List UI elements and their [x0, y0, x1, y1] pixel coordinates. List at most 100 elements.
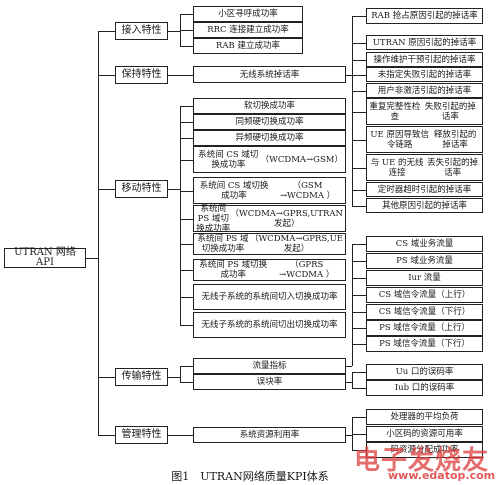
mobility-kpi-item: 同频硬切换成功率: [193, 114, 346, 130]
mobility-kpi-item: 系统间 CS 域切换成功率（WCDMA→GSM）: [193, 146, 346, 173]
figure-caption: 图1 UTRAN网络质量KPI体系: [171, 470, 329, 483]
connector-line: [352, 328, 366, 329]
connector-line: [352, 244, 353, 344]
connector-line: [352, 261, 366, 262]
access-kpi-item: RAB 建立成功率: [193, 38, 303, 54]
connector-line: [180, 297, 193, 298]
root-node: UTRAN 网络 API: [4, 248, 86, 268]
mobility-kpi-item: 无线子系统的系统间切入切换成功率: [193, 284, 346, 310]
connector-line: [352, 278, 366, 279]
connector-line: [352, 434, 366, 435]
mobility-kpi-item: 系统间 PS 域切换成功率（GPRS →WCDMA ）: [193, 259, 346, 281]
connector-line: [180, 325, 193, 326]
connector-line: [352, 206, 366, 207]
connector-line: [168, 189, 180, 190]
connector-line: [352, 91, 366, 92]
connector-line: [352, 295, 366, 296]
connector-line: [346, 75, 352, 76]
access-kpi-item: RRC 连接建立成功率: [193, 22, 303, 38]
watermark-brand: 电子发烧友: [354, 446, 490, 476]
connector-line: [352, 75, 366, 76]
connector-line: [352, 312, 366, 313]
connector-line: [352, 244, 366, 245]
access-kpi-item: 小区寻呼成功率: [193, 6, 303, 22]
drop-reason-item: 定时器超时引起的掉话率: [366, 182, 483, 197]
drop-reason-item: RAB 抢占原因引起的掉话率: [366, 8, 483, 24]
connector-line: [352, 388, 366, 389]
traffic-kpi-item: CS 域业务流量: [366, 236, 483, 252]
connector-line: [352, 372, 353, 388]
mobility-kpi-item: 系统间 PS 域切换成功率（WCDMA→GPRS,UE 发起）: [193, 233, 346, 255]
connector-line: [352, 344, 353, 366]
mobility-kpi-item: 系统间 PS 域切换成功率（WCDMA→GPRS,UTRAN 发起）: [193, 204, 346, 234]
connector-line: [352, 43, 366, 44]
category-management: 管理特性: [115, 426, 168, 444]
connector-line: [352, 190, 366, 191]
connector-line: [346, 366, 352, 367]
resource-kpi-item: 码资源分配成功率: [366, 442, 483, 458]
drop-reason-item: UE 原因导致信令链路释放引起的掉话率: [366, 126, 483, 153]
connector-line: [180, 30, 193, 31]
connector-line: [180, 366, 193, 367]
drop-reason-item: 用户非激活引起的掉话率: [366, 83, 483, 98]
connector-line: [98, 377, 115, 378]
drop-reason-item: 与 UE 的无线连接丢失引起的掉话率: [366, 154, 483, 181]
connector-line: [180, 106, 193, 107]
connector-line: [180, 244, 193, 245]
category-transport: 传输特性: [115, 368, 168, 386]
mobility-kpi-item: 无线子系统的系统间切出切换成功率: [193, 312, 346, 338]
mobility-kpi-item: 系统间 CS 域切换成功率（GSM →WCDMA ）: [193, 177, 346, 204]
watermark-url: www.edatop.com: [388, 469, 496, 482]
connector-line: [180, 191, 193, 192]
traffic-kpi-item: Iur 流量: [366, 270, 483, 286]
category-access: 接入特性: [115, 22, 168, 40]
connector-line: [98, 75, 115, 76]
connector-line: [86, 258, 98, 259]
connector-line: [180, 219, 193, 220]
connector-line: [352, 450, 366, 451]
mobility-kpi-item: 软切换成功率: [193, 98, 346, 114]
connector-line: [180, 46, 193, 47]
connector-line: [168, 435, 193, 436]
connector-line: [168, 31, 180, 32]
traffic-kpi-item: PS 域业务流量: [366, 253, 483, 269]
connector-line: [180, 122, 193, 123]
connector-line: [346, 382, 352, 383]
traffic-kpi-item: PS 域信令流量（下行）: [366, 336, 483, 352]
connector-line: [180, 382, 193, 383]
traffic-kpi-item: CS 域信令流量（下行）: [366, 304, 483, 320]
connector-line: [352, 372, 366, 373]
connector-line: [180, 106, 181, 325]
mobility-kpi-item: 异频硬切换成功率: [193, 130, 346, 146]
drop-reason-item: 未指定失败引起的掉话率: [366, 67, 483, 82]
connector-line: [168, 377, 180, 378]
drop-reason-item: 其他原因引起的掉话率: [366, 198, 483, 213]
connector-line: [352, 16, 366, 17]
connector-line: [352, 140, 366, 141]
connector-line: [168, 75, 193, 76]
connector-line: [346, 435, 352, 436]
connector-line: [352, 16, 353, 206]
traffic-kpi-item: PS 域信令流量（上行）: [366, 320, 483, 336]
connector-line: [180, 366, 181, 382]
transport-kpi-item: 流量指标: [193, 358, 346, 374]
connector-line: [98, 31, 115, 32]
retention-kpi-item: 无线系统掉话率: [193, 66, 346, 83]
connector-line: [352, 168, 366, 169]
drop-reason-item: 重复完整性检查失败引起的掉话率: [366, 98, 483, 125]
connector-line: [98, 189, 115, 190]
connector-line: [180, 138, 193, 139]
bler-kpi-item: Iub 口的误码率: [366, 380, 483, 396]
drop-reason-item: UTRAN 原因引起的掉话率: [366, 35, 483, 50]
connector-line: [180, 14, 193, 15]
connector-line: [352, 417, 366, 418]
connector-line: [180, 270, 193, 271]
management-kpi-item: 系统资源利用率: [193, 427, 346, 443]
category-retention: 保持特性: [115, 66, 168, 84]
connector-line: [180, 160, 193, 161]
connector-line: [352, 112, 366, 113]
connector-line: [98, 435, 115, 436]
resource-kpi-item: 处理器的平均负荷: [366, 409, 483, 425]
connector-line: [98, 31, 99, 435]
drop-reason-item: 操作维护干预引起的掉话率: [366, 52, 483, 67]
